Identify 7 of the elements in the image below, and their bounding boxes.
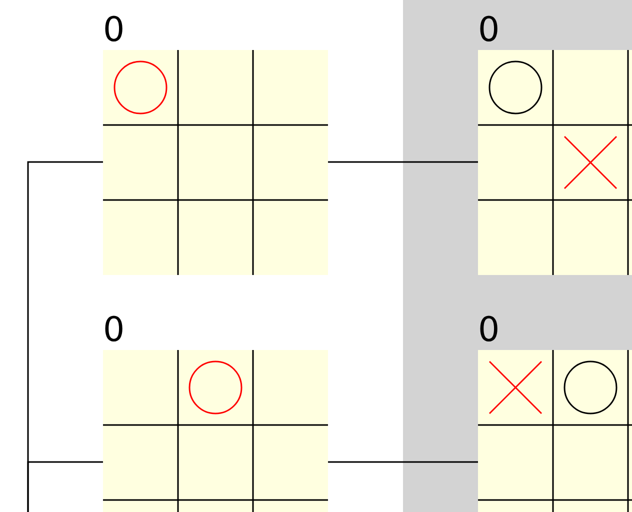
score-label: 0 — [103, 12, 125, 48]
tree-line — [27, 461, 103, 512]
score-label: 0 — [478, 312, 500, 348]
tree-line — [328, 161, 478, 163]
score-label: 0 — [103, 312, 125, 348]
tree-line — [328, 461, 478, 463]
score-label: 0 — [478, 12, 500, 48]
